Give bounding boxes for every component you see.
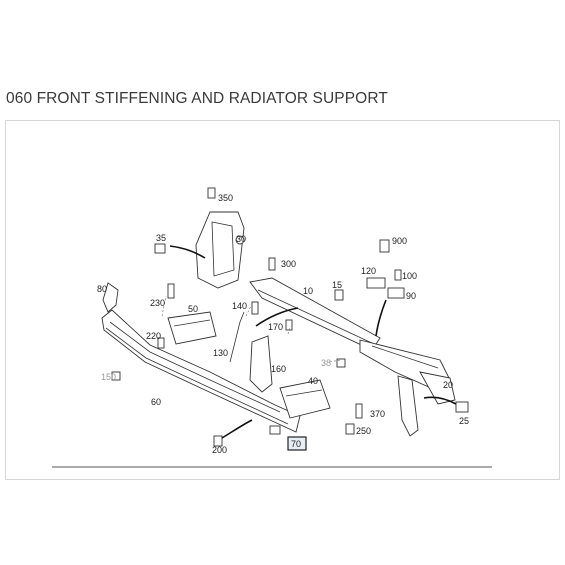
callout-10: 10 xyxy=(303,286,313,296)
callout-230: 230 xyxy=(150,298,165,308)
diagram-frame xyxy=(5,120,560,480)
diagram-title: 060 FRONT STIFFENING AND RADIATOR SUPPOR… xyxy=(6,90,388,107)
callout-250: 250 xyxy=(356,426,371,436)
callout-20: 20 xyxy=(443,380,453,390)
fasteners xyxy=(111,187,469,447)
bumper-beam-part xyxy=(101,282,301,433)
callout-30: 30 xyxy=(236,234,246,244)
callout-100: 100 xyxy=(402,271,417,281)
callout-350: 350 xyxy=(218,193,233,203)
callout-170: 170 xyxy=(268,322,283,332)
crossmember-part xyxy=(249,277,456,437)
callout-370: 370 xyxy=(370,409,385,419)
bar-130-part xyxy=(229,311,245,363)
mount-50-part xyxy=(167,311,217,345)
callout-60: 60 xyxy=(151,397,161,407)
callout-300: 300 xyxy=(281,259,296,269)
callout-38: 38 xyxy=(321,358,331,368)
callout-25: 25 xyxy=(459,416,469,426)
leader-lines xyxy=(169,245,457,439)
callout-160: 160 xyxy=(271,364,286,374)
callout-200: 200 xyxy=(212,445,227,455)
lock-carrier-part xyxy=(195,211,245,289)
callout-140: 140 xyxy=(232,301,247,311)
callout-220: 220 xyxy=(146,331,161,341)
callout-120: 120 xyxy=(361,266,376,276)
callout-900: 900 xyxy=(392,236,407,246)
callout-150: 150 xyxy=(101,372,116,382)
callout-130: 130 xyxy=(213,348,228,358)
callout-35: 35 xyxy=(156,233,166,243)
callout-50: 50 xyxy=(188,304,198,314)
callout-40: 40 xyxy=(308,376,318,386)
mount-40-part xyxy=(279,379,331,419)
callout-70-box xyxy=(287,436,307,451)
callout-70: 70 xyxy=(291,439,301,449)
callout-90: 90 xyxy=(406,291,416,301)
dashed-guides xyxy=(161,295,341,363)
callout-80: 80 xyxy=(97,284,107,294)
bracket-160-part xyxy=(249,335,273,393)
callout-15: 15 xyxy=(332,280,342,290)
